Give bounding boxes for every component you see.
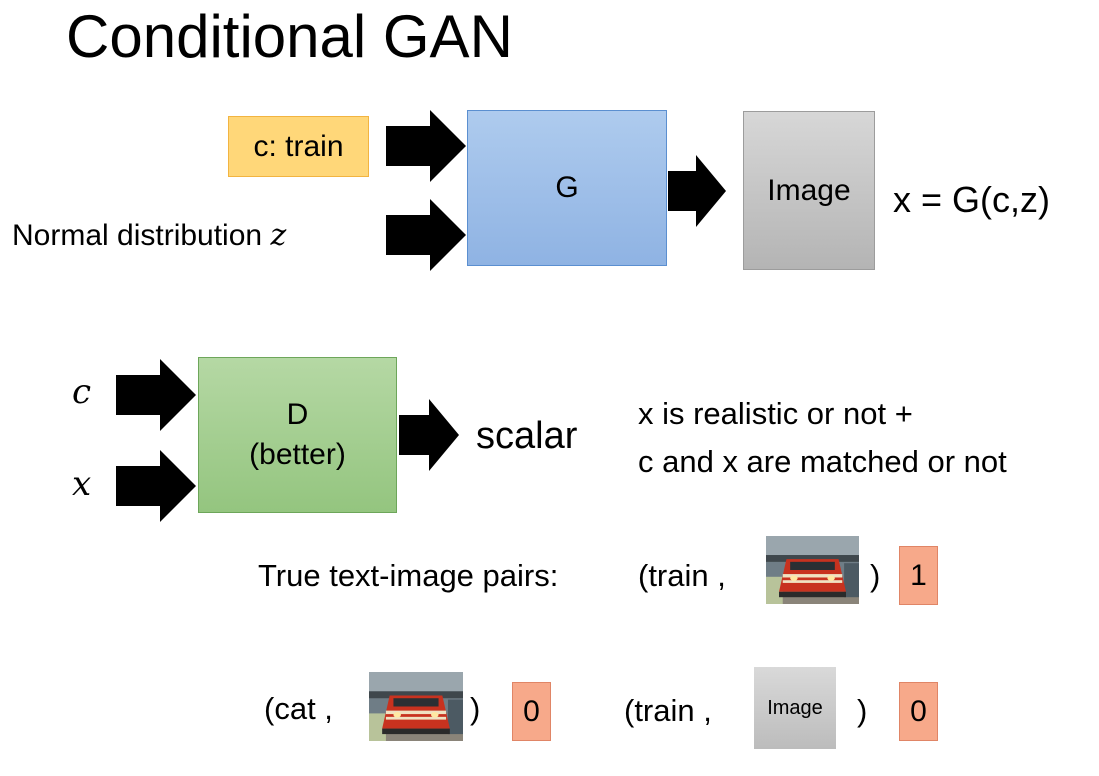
true-pair-close: ): [870, 558, 881, 593]
discriminator-label: D: [286, 398, 309, 431]
criteria-line-1: x is realistic or not +: [638, 396, 913, 431]
slide-title: Conditional GAN: [66, 3, 513, 70]
condition-input-box: c: train: [228, 116, 369, 177]
generator-label: G: [555, 171, 579, 204]
false-pair-score: 0: [512, 682, 551, 741]
false-pair-open: (train ,: [624, 693, 712, 728]
false-pair-open: (cat ,: [264, 691, 333, 726]
true-pair-open: (train ,: [638, 558, 726, 593]
score-value: 0: [910, 694, 927, 728]
false-pair-score: 0: [899, 682, 938, 741]
train-photo: [369, 672, 463, 741]
discriminator-sublabel: (better): [249, 438, 346, 471]
false-pair-close: ): [470, 691, 481, 726]
true-pairs-label: True text-image pairs:: [258, 558, 559, 593]
right-arrow-icon: [668, 155, 726, 227]
discriminator-input-c: c: [72, 372, 92, 412]
right-arrow-icon: [386, 110, 466, 182]
generator-equation: x = G(c,z): [893, 179, 1051, 220]
criteria-line-2: c and x are matched or not: [638, 444, 1007, 479]
true-pair-score: 1: [899, 546, 938, 605]
generator-box: G: [467, 110, 667, 266]
right-arrow-icon: [116, 450, 196, 522]
score-value: 1: [910, 558, 927, 592]
discriminator-input-x: x: [72, 464, 92, 504]
right-arrow-icon: [386, 199, 466, 271]
scalar-output-label: scalar: [476, 415, 578, 457]
right-arrow-icon: [116, 359, 196, 431]
noise-variable: z: [270, 218, 287, 253]
generated-image-label: Image: [767, 173, 851, 207]
generated-image-box: Image: [743, 111, 875, 270]
score-value: 0: [523, 694, 540, 728]
noise-label-text: Normal distribution: [12, 219, 263, 252]
discriminator-box: D (better): [198, 357, 397, 513]
condition-label: c: train: [253, 129, 344, 163]
false-pair-close: ): [857, 693, 868, 728]
noise-input-label: Normal distribution z: [12, 216, 286, 256]
generated-image-thumbnail: Image: [754, 667, 836, 749]
thumbnail-label: Image: [767, 696, 823, 719]
train-photo: [766, 536, 859, 604]
right-arrow-icon: [399, 399, 459, 471]
